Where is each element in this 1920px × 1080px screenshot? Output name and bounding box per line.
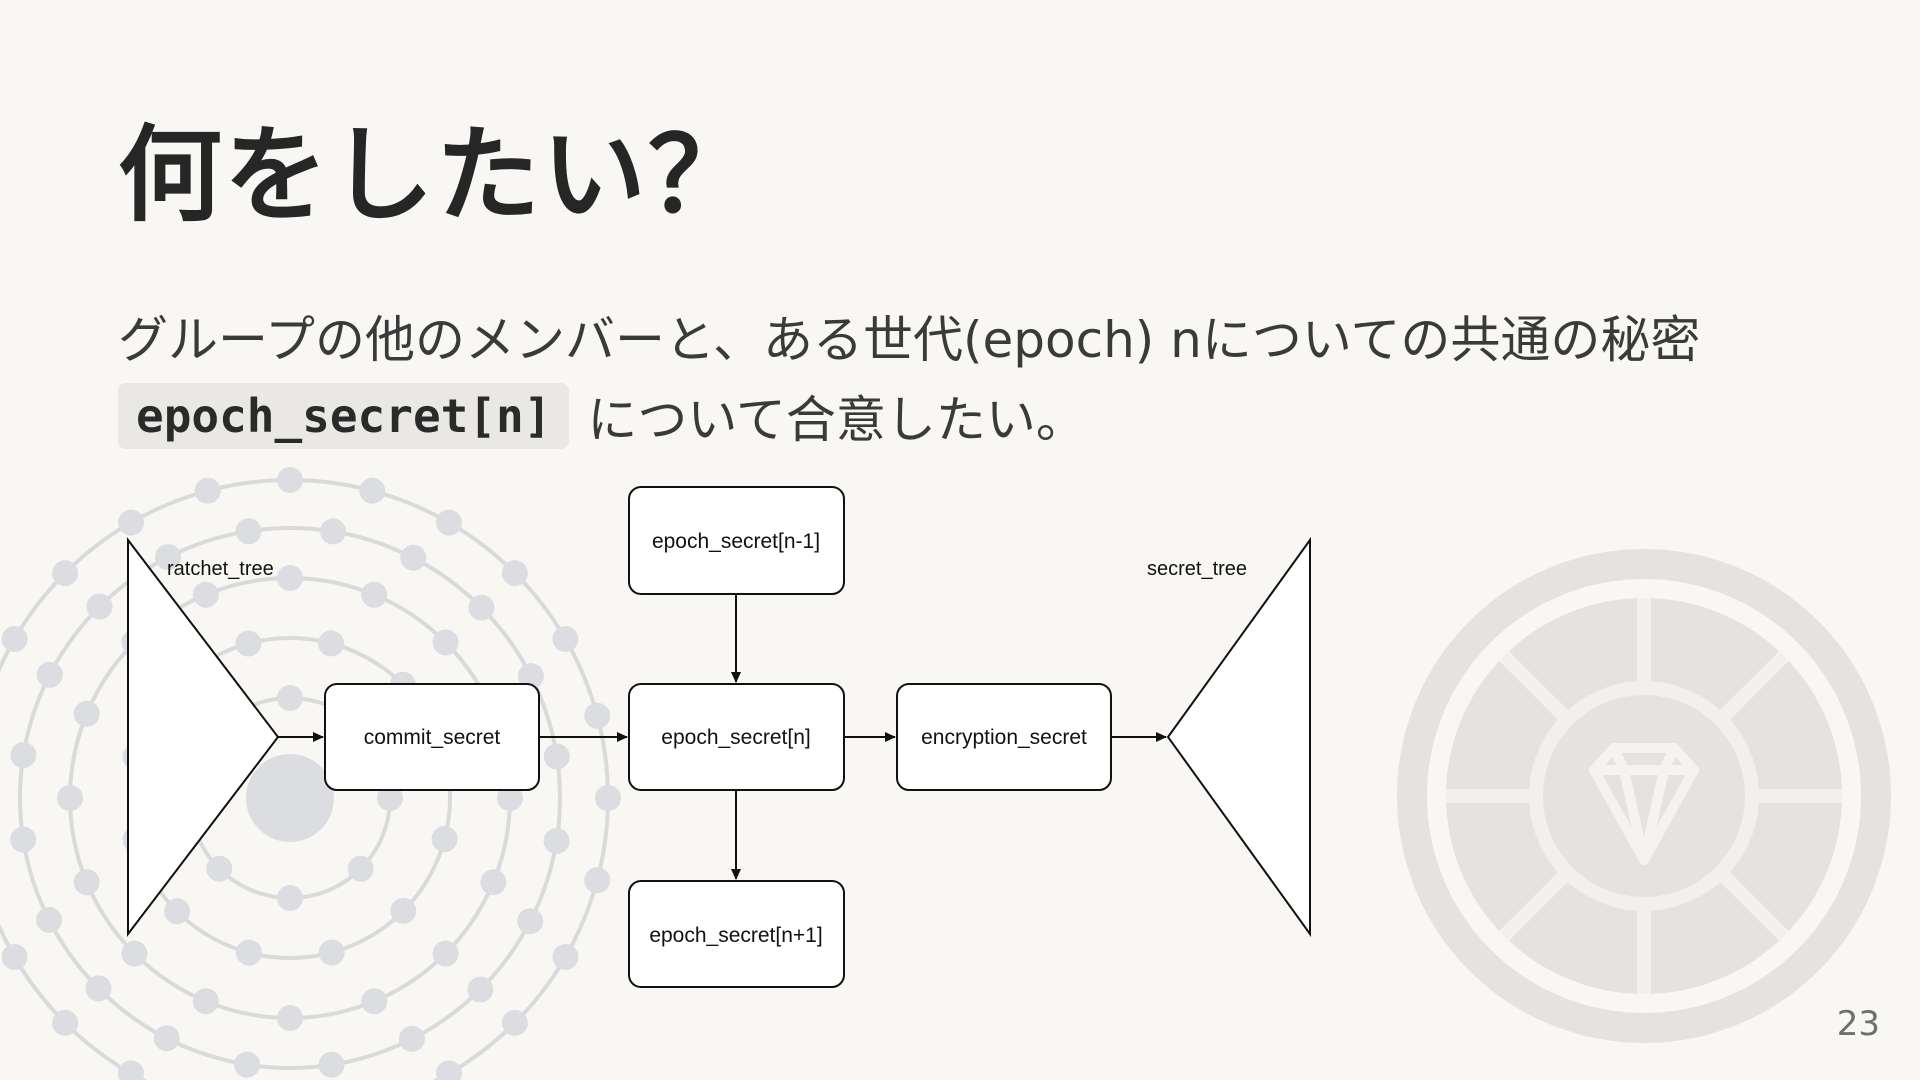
ratchet-tree-label: ratchet_tree: [167, 558, 274, 580]
node-epoch-secret-n: epoch_secret[n]: [629, 684, 844, 790]
node-commit-secret: commit_secret: [325, 684, 539, 790]
encryption-secret-label: encryption_secret: [921, 726, 1087, 749]
commit-secret-label: commit_secret: [364, 726, 501, 749]
secret-tree-label: secret_tree: [1147, 558, 1247, 580]
node-encryption-secret: encryption_secret: [897, 684, 1111, 790]
page-number: 23: [1837, 1004, 1880, 1044]
epoch-secret-n-label: epoch_secret[n]: [661, 726, 810, 749]
secret-tree-shape: [1168, 540, 1310, 934]
node-epoch-secret-next: epoch_secret[n+1]: [629, 881, 844, 987]
epoch-secret-prev-label: epoch_secret[n-1]: [652, 530, 820, 553]
node-epoch-secret-prev: epoch_secret[n-1]: [629, 487, 844, 594]
epoch-secret-next-label: epoch_secret[n+1]: [649, 924, 822, 947]
ratchet-tree-shape: [128, 540, 278, 934]
